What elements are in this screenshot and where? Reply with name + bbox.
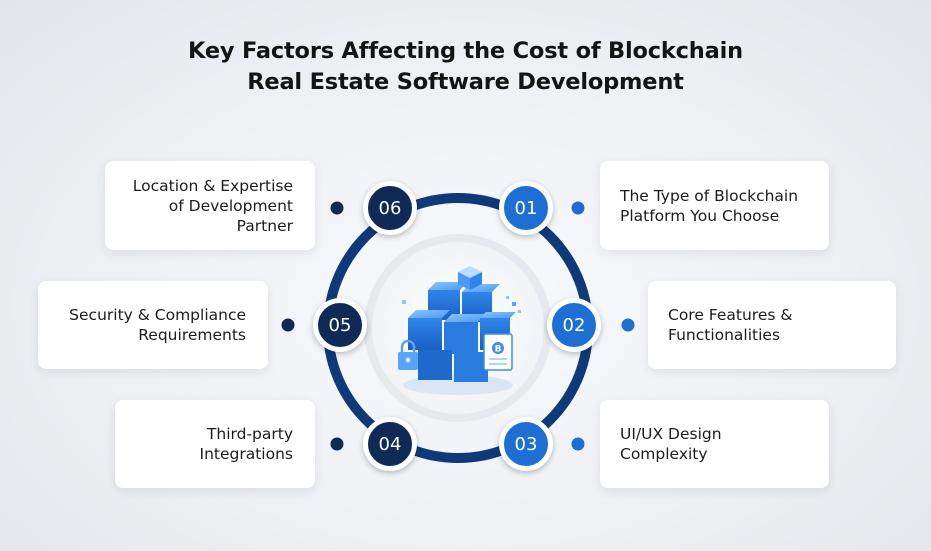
number-03: 03 bbox=[514, 433, 538, 455]
factor-label-06: Location & Expertise of Development Part… bbox=[132, 176, 293, 235]
factor-label-04: Third-party Integrations bbox=[199, 425, 293, 463]
factor-card-06: Location & Expertise of Development Part… bbox=[105, 161, 315, 250]
connector-dot-04 bbox=[330, 437, 344, 451]
number-badge-01: 01 bbox=[499, 181, 553, 235]
title-line-2: Real Estate Software Development bbox=[247, 69, 684, 95]
number-badge-05: 05 bbox=[313, 298, 367, 352]
number-02: 02 bbox=[562, 314, 586, 336]
factor-label-03: UI/UX Design Complexity bbox=[620, 425, 722, 463]
number-badge-06: 06 bbox=[363, 181, 417, 235]
number-badge-03: 03 bbox=[499, 417, 553, 471]
factor-label-01: The Type of Blockchain Platform You Choo… bbox=[620, 186, 799, 225]
number-06: 06 bbox=[378, 197, 402, 219]
blockchain-cubes-icon: B bbox=[398, 266, 521, 395]
svg-text:B: B bbox=[495, 345, 502, 355]
page-title: Key Factors Affecting the Cost of Blockc… bbox=[0, 36, 931, 98]
connector-dot-06 bbox=[330, 201, 344, 215]
factor-card-04: Third-party Integrations bbox=[115, 400, 315, 488]
factor-card-05: Security & Compliance Requirements bbox=[38, 281, 268, 369]
factor-label-05: Security & Compliance Requirements bbox=[69, 306, 246, 344]
number-04: 04 bbox=[378, 433, 402, 455]
connector-dot-03 bbox=[571, 437, 585, 451]
connector-dot-01 bbox=[571, 201, 585, 215]
connector-dot-02 bbox=[621, 318, 635, 332]
number-01: 01 bbox=[514, 197, 538, 219]
number-badge-02: 02 bbox=[547, 298, 601, 352]
title-line-1: Key Factors Affecting the Cost of Blockc… bbox=[188, 38, 743, 64]
number-badge-04: 04 bbox=[363, 417, 417, 471]
factor-card-02: Core Features & Functionalities bbox=[648, 281, 896, 369]
factor-card-03: UI/UX Design Complexity bbox=[600, 400, 829, 488]
factor-card-01: The Type of Blockchain Platform You Choo… bbox=[600, 161, 829, 250]
factor-label-02: Core Features & Functionalities bbox=[668, 306, 793, 344]
connector-dot-05 bbox=[281, 318, 295, 332]
number-05: 05 bbox=[328, 314, 352, 336]
